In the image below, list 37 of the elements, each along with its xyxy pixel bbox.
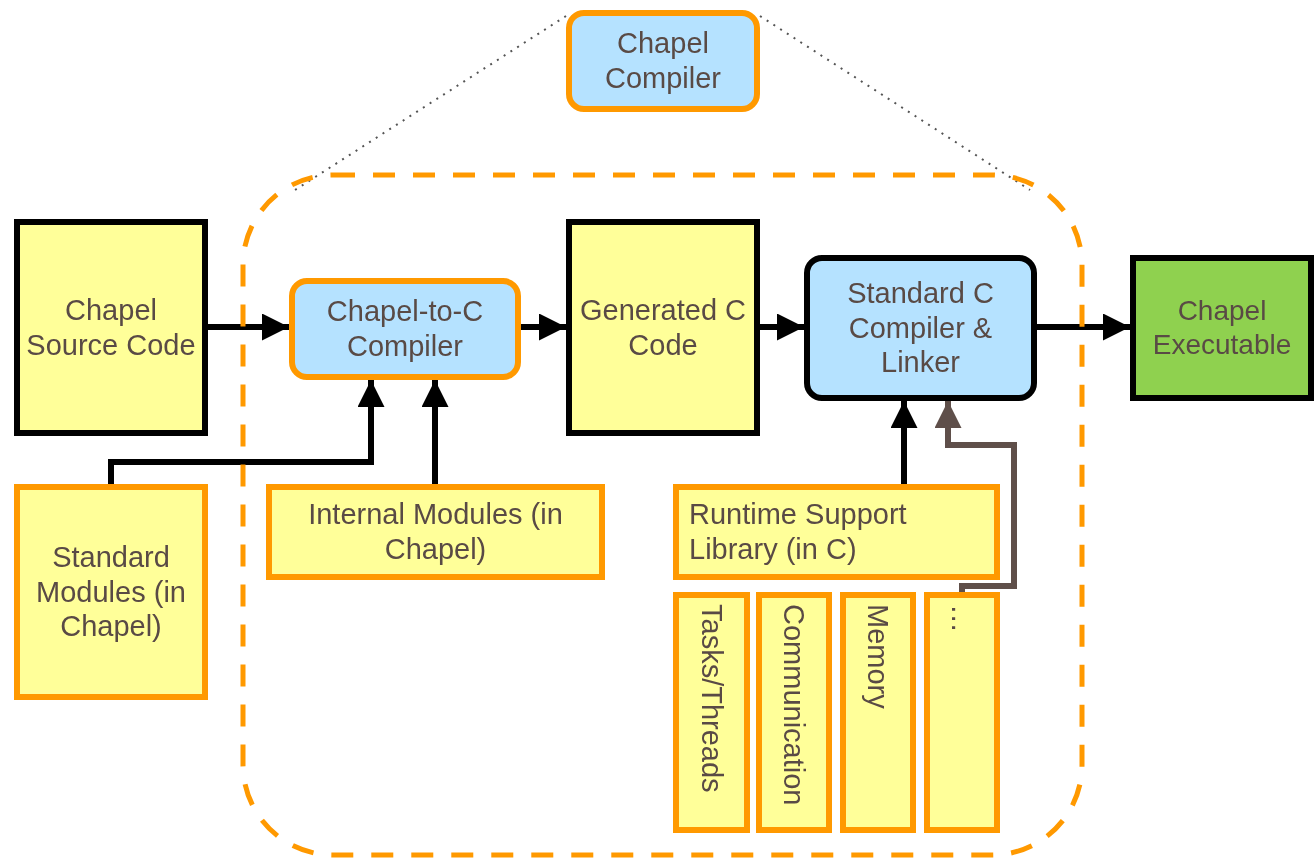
node-label: Chapel-to-C Compiler [325,294,485,364]
vertical-label: Memory [861,604,896,709]
process-box [804,255,1037,401]
process-box [14,484,208,700]
arrow [934,401,1017,592]
dotted-zoom-line [294,15,567,191]
process-box [566,219,760,436]
arrow [760,313,804,341]
process-box [924,592,1000,833]
process-box [840,592,916,833]
arrow [108,380,385,484]
node-label: Standard Modules (in Chapel) [35,539,187,645]
process-box [566,10,760,112]
vertical-label: Tasks/Threads [694,604,729,793]
output-box [1130,255,1314,401]
arrow [421,380,449,484]
node-label: Runtime Support Library (in C) [689,497,908,567]
node-label: Internal Modules (in Chapel) [307,497,564,567]
process-box [14,219,208,436]
dotted-zoom-line [759,15,1031,191]
process-box [266,484,605,580]
arrow [890,401,918,484]
process-box [673,592,750,833]
arrow [208,313,289,341]
vertical-label: … [945,604,980,633]
arrow [1037,313,1130,341]
node-label: Chapel Compiler [604,26,722,96]
node-label: Generated C Code [578,292,747,363]
process-box [673,484,1000,580]
process-box [756,592,832,833]
vertical-label: Communication [777,604,812,806]
arrow [521,313,566,341]
node-label: Chapel Executable [1151,294,1293,362]
node-label: Chapel Source Code [25,292,197,363]
process-box [289,278,521,380]
dashed-region [240,172,1085,858]
node-label: Standard C Compiler & Linker [846,275,995,381]
